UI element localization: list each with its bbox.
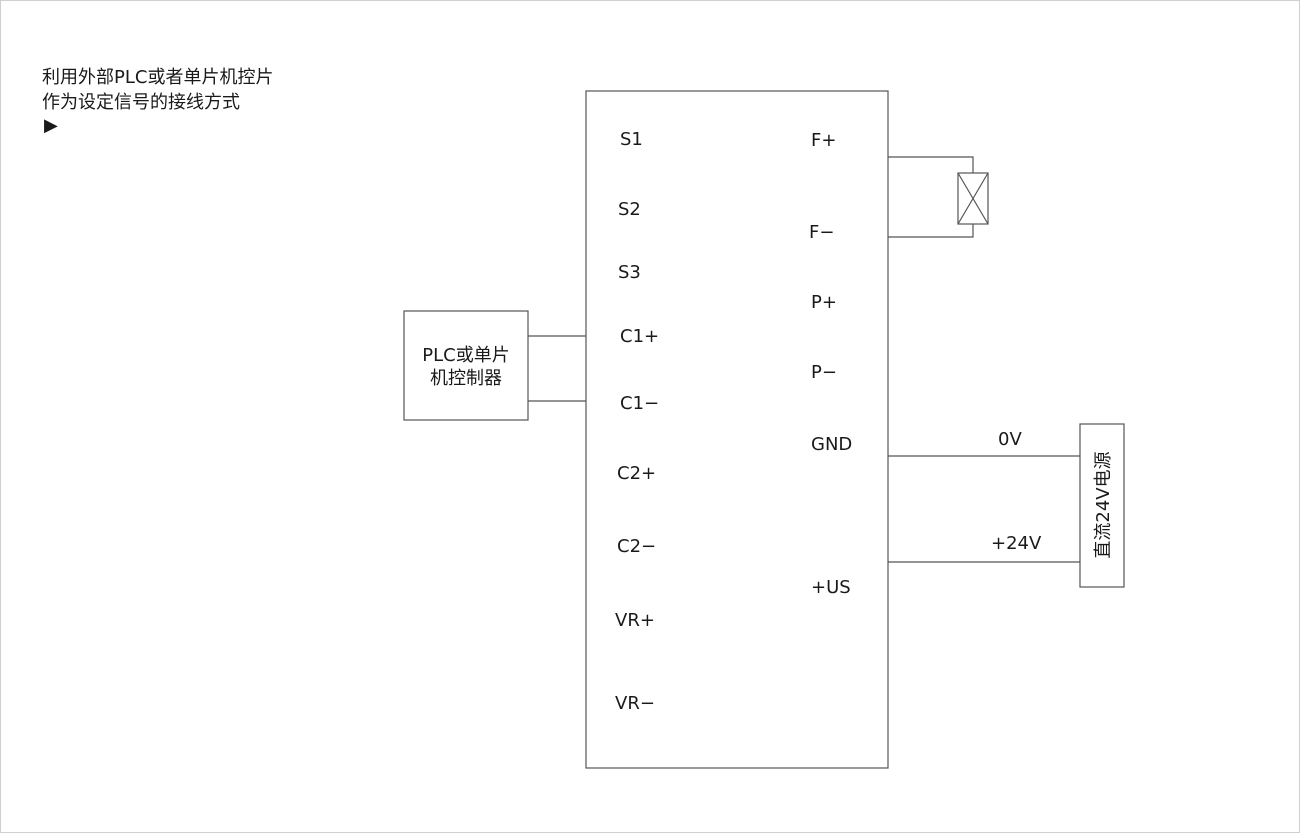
controller-box [403, 310, 529, 421]
lamp-icon [957, 172, 989, 225]
wire-f-minus [888, 224, 974, 238]
terminal-gnd: GND [811, 434, 852, 455]
terminal-c2-plus: C2+ [617, 463, 656, 484]
terminal-vr-plus: VR+ [615, 610, 655, 631]
power-supply-box [1079, 423, 1125, 588]
label-plus-24v: +24V [991, 533, 1042, 554]
terminal-c2-minus: C2− [617, 536, 656, 557]
terminal-block [585, 90, 889, 769]
controller-label-1: PLC或单片 [422, 345, 509, 366]
terminal-vr-minus: VR− [615, 693, 655, 714]
terminal-c1-plus: C1+ [620, 326, 659, 347]
terminal-p-plus: P+ [811, 292, 837, 313]
power-supply-label: 直流24V电源 [1093, 451, 1114, 558]
note-arrow-icon: ▶ [44, 115, 58, 136]
terminal-s2: S2 [618, 199, 641, 220]
terminal-s1: S1 [620, 129, 643, 150]
terminal-p-minus: P− [811, 362, 837, 383]
terminal-s3: S3 [618, 262, 641, 283]
label-0v: 0V [998, 429, 1022, 450]
terminal-us-plus: +US [811, 577, 851, 598]
note-line-2: 作为设定信号的接线方式 [42, 92, 240, 113]
terminal-c1-minus: C1− [620, 393, 659, 414]
wire-f-plus [888, 156, 974, 173]
note-line-1: 利用外部PLC或者单片机控片 [42, 67, 273, 88]
terminal-f-minus: F− [809, 222, 834, 243]
terminal-f-plus: F+ [811, 130, 836, 151]
controller-label-2: 机控制器 [430, 368, 502, 389]
